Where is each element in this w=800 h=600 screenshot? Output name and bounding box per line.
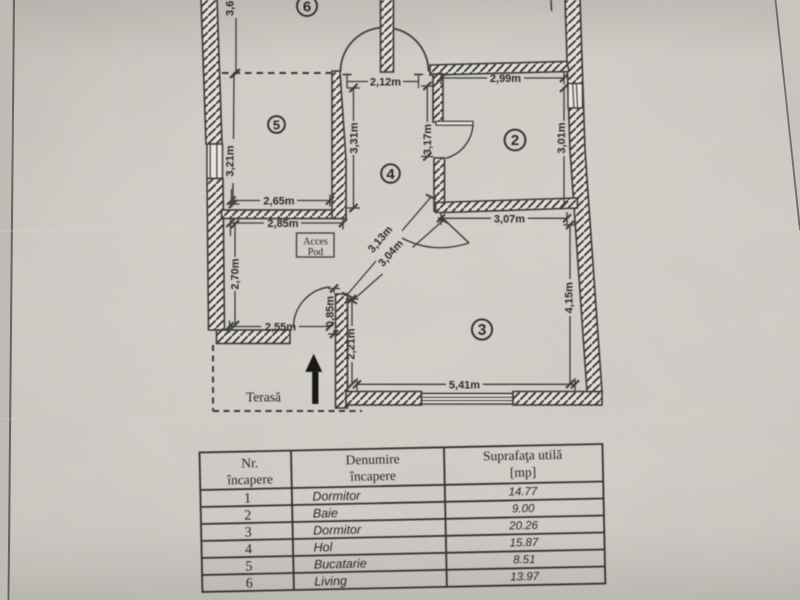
svg-text:4,15m: 4,15m: [564, 282, 576, 313]
svg-text:9.00: 9.00: [512, 503, 535, 515]
svg-text:Dormitor: Dormitor: [312, 489, 361, 504]
svg-text:15.87: 15.87: [509, 537, 539, 550]
svg-text:2,12m: 2,12m: [370, 77, 401, 89]
svg-text:5: 5: [245, 559, 252, 574]
svg-text:2,70m: 2,70m: [230, 258, 242, 289]
svg-text:4: 4: [386, 166, 395, 183]
svg-text:2,55m: 2,55m: [265, 321, 296, 333]
svg-text:3,6: 3,6: [224, 1, 236, 16]
svg-text:3,07m: 3,07m: [494, 213, 525, 225]
svg-text:2,21m: 2,21m: [345, 328, 357, 359]
svg-text:5,41m: 5,41m: [449, 379, 480, 391]
svg-text:Suprafaţa utilă: Suprafaţa utilă: [483, 447, 562, 464]
svg-text:Denumire: Denumire: [346, 451, 400, 467]
svg-text:4: 4: [245, 542, 252, 557]
svg-text:2: 2: [511, 132, 519, 149]
svg-text:3,31m: 3,31m: [348, 122, 360, 153]
svg-text:Hol: Hol: [313, 540, 333, 554]
svg-text:3,17m: 3,17m: [422, 124, 434, 155]
svg-text:2,85m: 2,85m: [267, 218, 298, 230]
svg-text:3: 3: [245, 525, 252, 540]
svg-text:[mp]: [mp]: [510, 464, 537, 480]
svg-text:Acces: Acces: [303, 237, 328, 248]
svg-text:14.77: 14.77: [508, 486, 538, 499]
svg-text:Living: Living: [314, 574, 347, 589]
svg-text:13.97: 13.97: [510, 571, 540, 584]
svg-text:0,85m: 0,85m: [324, 296, 336, 327]
svg-text:Dormitor: Dormitor: [313, 523, 362, 538]
svg-text:2: 2: [244, 508, 251, 523]
svg-text:3,01m: 3,01m: [556, 122, 568, 153]
svg-text:Terasă: Terasă: [246, 390, 281, 405]
svg-text:Baie: Baie: [313, 506, 338, 521]
svg-text:încapere: încapere: [349, 468, 396, 484]
svg-text:Pod: Pod: [308, 247, 324, 258]
svg-text:2,65m: 2,65m: [263, 195, 294, 207]
svg-text:6: 6: [246, 576, 253, 591]
svg-text:5: 5: [273, 117, 280, 132]
svg-text:Nr.: Nr.: [241, 455, 258, 470]
svg-text:3: 3: [478, 322, 487, 339]
svg-text:6: 6: [303, 0, 311, 15]
svg-text:20.26: 20.26: [508, 520, 539, 533]
svg-text:2,99m: 2,99m: [490, 73, 521, 85]
svg-text:8.51: 8.51: [513, 554, 536, 566]
svg-text:Bucatarie: Bucatarie: [314, 556, 367, 571]
svg-text:3,21m: 3,21m: [225, 145, 237, 176]
svg-text:1: 1: [244, 491, 251, 506]
svg-text:încapere: încapere: [226, 471, 273, 487]
